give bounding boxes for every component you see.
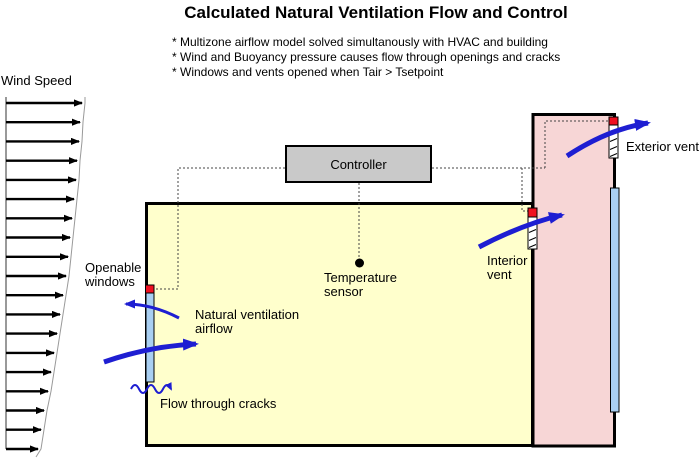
- atrium-window: [610, 187, 620, 413]
- flow-through-cracks-label: Flow through cracks: [160, 396, 277, 411]
- notes-list: * Multizone airflow model solved simulta…: [172, 35, 560, 80]
- building-zone: [145, 202, 534, 447]
- note-line: * Windows and vents opened when Tair > T…: [172, 65, 444, 79]
- natural-ventilation-label: Natural ventilation airflow: [195, 307, 300, 336]
- interior-vent-arrow: [477, 212, 565, 250]
- exterior-vent-actuator: [608, 116, 619, 126]
- window-actuator: [145, 284, 155, 294]
- note-line: * Wind and Buoyancy pressure causes flow…: [172, 50, 561, 64]
- interior-vent-actuator: [527, 207, 538, 218]
- controller-label: Controller: [330, 156, 387, 172]
- temperature-sensor-label: Temperature sensor: [324, 270, 397, 299]
- wire-to-exterior-vent: [432, 120, 610, 169]
- controller-box: Controller: [285, 145, 432, 183]
- control-wires: [155, 120, 610, 290]
- wind-profile-line: [35, 97, 86, 458]
- airflow-arrows: [103, 118, 651, 394]
- interior-vent-label: Interior vent: [487, 253, 528, 282]
- openable-windows-label: Openable windows: [85, 260, 142, 289]
- temperature-sensor-dot: [355, 258, 364, 268]
- atrium-zone: [531, 113, 616, 448]
- wire-to-window-actuator: [155, 167, 285, 290]
- window-outflow-arrow: [124, 299, 180, 320]
- wind-arrows: [6, 99, 83, 453]
- page-title: Calculated Natural Ventilation Flow and …: [184, 3, 568, 22]
- wind-speed-label: Wind Speed: [1, 73, 72, 88]
- window-inflow-arrow: [103, 338, 199, 365]
- exterior-vent-arrow: [565, 118, 651, 159]
- note-line: * Multizone airflow model solved simulta…: [172, 35, 548, 49]
- exterior-vent-label: Exterior vent: [626, 139, 699, 154]
- cracks-squiggle-arrow: [130, 382, 172, 394]
